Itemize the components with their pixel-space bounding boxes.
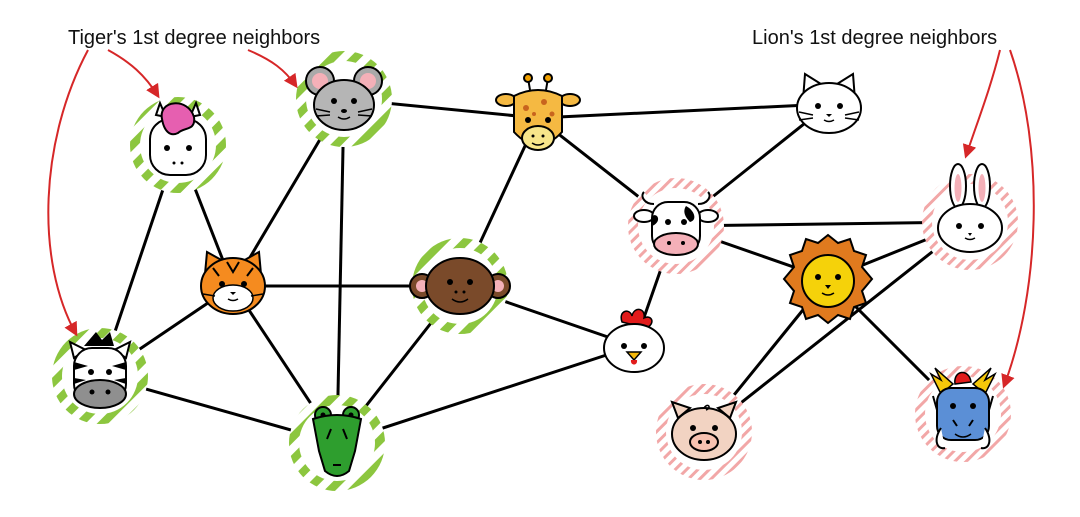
edge-crocodile-chicken [336,344,635,445]
cow-icon [633,191,719,256]
tiger-icon [200,250,266,315]
zebra-icon [68,332,132,409]
chicken-icon [603,308,665,373]
rabbit-icon [937,163,1003,253]
annotation-arrows [47,49,1035,389]
arrow-tiger-zebra [47,49,89,337]
monkey-icon [409,257,511,315]
mouse-icon [305,66,383,131]
arrow-tiger-unicorn [107,49,160,99]
edge-rabbit-pig [703,220,971,434]
lion-icon [782,233,874,325]
crocodile-icon [311,406,363,477]
tiger-neighbors-label: Tiger's 1st degree neighbors [68,27,321,49]
arrow-lion-dragon [1001,49,1035,389]
edge-mouse-crocodile [335,98,346,444]
cat-icon [796,72,862,134]
unicorn-icon [149,100,207,176]
arrow-tiger-mouse [247,49,298,89]
edge-cow-rabbit [675,220,971,228]
giraffe-icon [495,73,581,151]
dragon-icon [929,367,997,450]
pig-icon [670,400,738,461]
edge-giraffe-cat [537,102,830,120]
lion-neighbors-label: Lion's 1st degree neighbors [752,27,998,49]
arrow-lion-rabbit [962,49,1001,159]
